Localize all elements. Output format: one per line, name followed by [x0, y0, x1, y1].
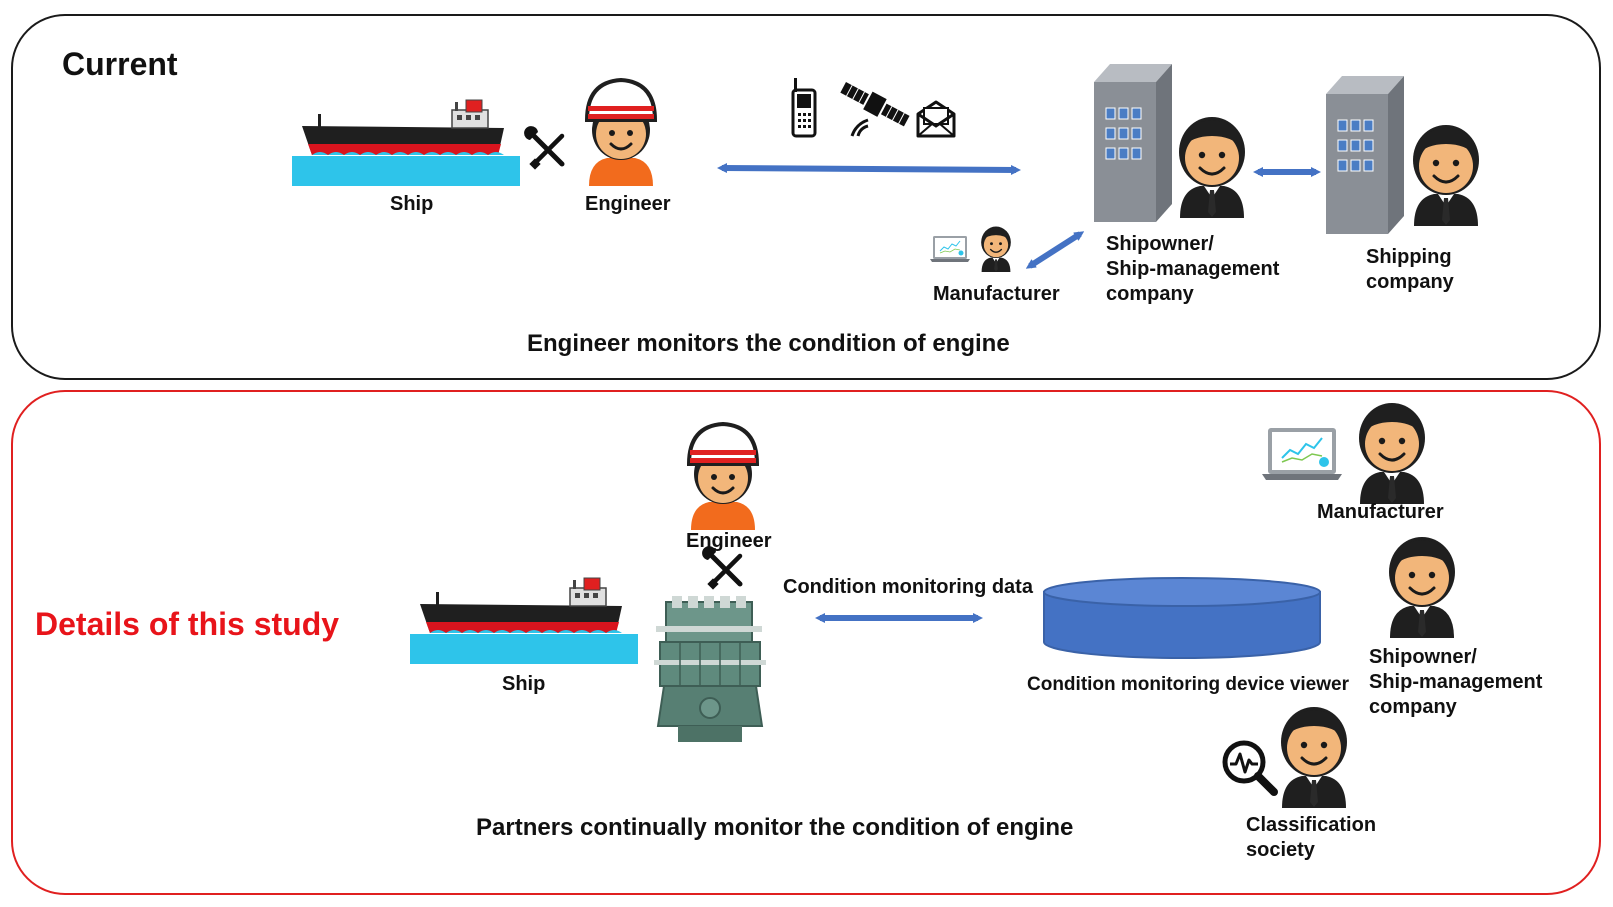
current-laptop-icon	[929, 235, 971, 263]
study-heading: Details of this study	[35, 606, 340, 642]
current-heading: Current	[62, 46, 178, 82]
study-panel	[11, 390, 1601, 895]
wrench-icon	[548, 150, 549, 151]
study-ship-label: Ship	[502, 673, 546, 695]
current-shipping-label: Shipping company	[1366, 246, 1454, 293]
current-manufacturer-label: Manufacturer	[933, 283, 1060, 305]
study-engineer-label: Engineer	[686, 530, 772, 552]
satellite-icon	[840, 82, 910, 137]
current-shipowner-label: Shipowner/ Ship-management company	[1106, 233, 1280, 305]
current-manufacturer-icon	[980, 225, 1012, 273]
study-classification-icon	[1279, 705, 1349, 810]
mail-icon	[916, 100, 956, 138]
study-manufacturer-icon	[1357, 401, 1427, 506]
current-caption: Engineer monitors the condition of engin…	[527, 330, 1010, 357]
study-laptop-icon	[1261, 427, 1343, 481]
study-ship-icon	[409, 577, 639, 665]
phone-icon	[791, 78, 817, 138]
study-manufacturer-label: Manufacturer	[1317, 501, 1444, 523]
study-arrow-label: Condition monitoring data	[783, 576, 1033, 598]
study-classification-label: Classification society	[1246, 814, 1377, 861]
shipowner-building-icon	[1093, 63, 1173, 223]
study-shipowner-label: Shipowner/ Ship-management company	[1369, 646, 1543, 718]
magnifier-icon	[1222, 740, 1278, 796]
shipowner-businessman-icon	[1177, 115, 1247, 220]
study-wrench-icon	[726, 570, 727, 571]
engine-icon	[654, 596, 766, 742]
current-manufacturer-owner-arrow	[1025, 231, 1085, 269]
current-panel	[11, 14, 1601, 380]
shipping-businessman-icon	[1411, 123, 1481, 228]
study-shipowner-icon	[1387, 535, 1457, 640]
study-engineer-icon	[687, 422, 759, 532]
current-ship-label: Ship	[390, 193, 434, 215]
database-icon[interactable]	[1042, 576, 1322, 664]
current-engineer-shipowner-arrow	[717, 163, 1021, 175]
shipping-building-icon	[1325, 75, 1405, 235]
current-engineer-label: Engineer	[585, 193, 671, 215]
study-data-arrow	[815, 613, 983, 623]
engineer-icon	[585, 78, 657, 188]
study-viewer-label: Condition monitoring device viewer	[1027, 674, 1349, 695]
ship-icon	[291, 99, 521, 187]
current-owner-shipping-arrow	[1253, 167, 1321, 177]
study-caption: Partners continually monitor the conditi…	[476, 814, 1074, 841]
